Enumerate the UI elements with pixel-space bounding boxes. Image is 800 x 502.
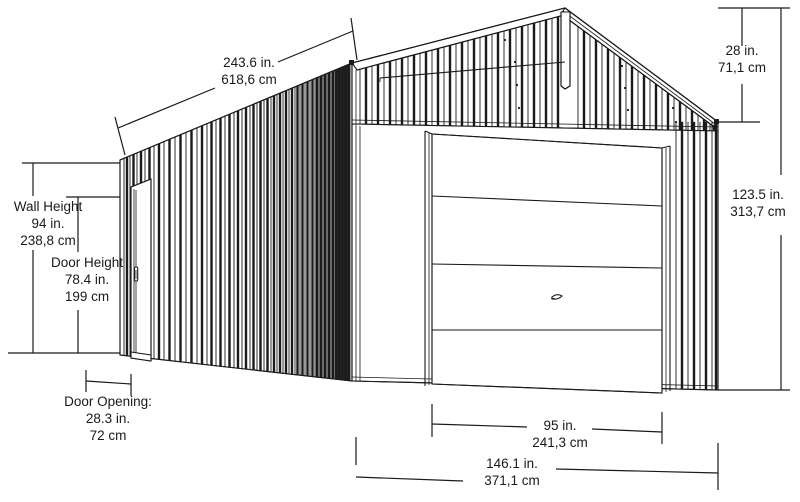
dim-garage-door-width <box>431 404 663 444</box>
dim-peak-height <box>718 8 790 391</box>
label-garage-door-width: 95 in. 241,3 cm <box>532 418 588 450</box>
pedestrian-door[interactable] <box>130 178 152 362</box>
dim-door-height <box>66 196 120 353</box>
label-door-height: Door Height 78.4 in. 199 cm <box>50 255 124 304</box>
dim-side-length <box>114 17 358 156</box>
label-wall-height: Wall Height 94 in. 238,8 cm <box>13 199 83 248</box>
label-peak-height: 123.5 in. 313,7 cm <box>730 187 786 219</box>
door-handle-icon <box>133 266 139 282</box>
dim-gable-height <box>718 7 790 123</box>
dim-door-opening <box>85 370 132 396</box>
label-gable-height: 28 in. 71,1 cm <box>717 43 767 75</box>
dim-wall-height <box>8 162 120 354</box>
label-side-length: 243.6 in. 618,6 cm <box>221 55 277 87</box>
label-door-opening: Door Opening: 28.3 in. 72 cm <box>64 394 152 443</box>
dim-front-width <box>355 437 719 490</box>
garage-door-handle-icon <box>550 294 563 300</box>
garage-door[interactable] <box>424 130 671 394</box>
label-front-width: 146.1 in. 371,1 cm <box>484 456 540 488</box>
